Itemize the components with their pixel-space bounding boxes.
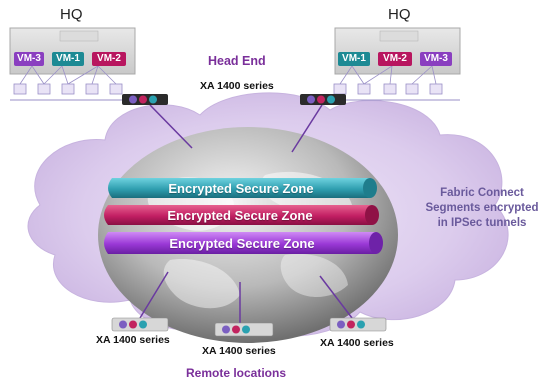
remote-device-label-1: XA 1400 series bbox=[96, 334, 170, 346]
fabric-note-line-1: Fabric Connect bbox=[440, 187, 524, 199]
headend-device-label: XA 1400 series bbox=[200, 80, 274, 92]
network-switch-icon bbox=[333, 65, 443, 95]
vm-badge: VM-3 bbox=[14, 52, 44, 66]
hq-left-datacenter bbox=[9, 27, 136, 101]
vm-badge: VM-2 bbox=[378, 52, 412, 66]
xa-appliance-icon bbox=[122, 94, 168, 105]
xa-appliance-icon bbox=[214, 322, 274, 337]
fabric-connect-note: Fabric Connect Segments encrypted in IPS… bbox=[418, 186, 546, 231]
encrypted-zone-tube-2 bbox=[104, 205, 379, 225]
hq-right-title: HQ bbox=[388, 6, 411, 23]
remote-device-label-3: XA 1400 series bbox=[320, 337, 394, 349]
vm-badge: VM-2 bbox=[92, 52, 126, 66]
vm-badge: VM-3 bbox=[420, 52, 452, 66]
zone-label-1: Encrypted Secure Zone bbox=[168, 181, 314, 196]
xa-appliance-icon bbox=[329, 317, 387, 332]
vm-badge: VM-1 bbox=[52, 52, 84, 66]
vm-badge: VM-1 bbox=[338, 52, 370, 66]
network-switch-icon bbox=[13, 65, 123, 95]
fabric-note-line-3: in IPSec tunnels bbox=[437, 217, 527, 229]
hq-right-datacenter bbox=[333, 27, 461, 101]
xa-appliance-icon bbox=[300, 94, 346, 105]
remote-device-label-2: XA 1400 series bbox=[202, 345, 276, 357]
connection-lines bbox=[139, 104, 353, 323]
encrypted-zone-tube-3 bbox=[104, 232, 383, 254]
xa-appliance-icon bbox=[111, 317, 169, 332]
hq-left-title: HQ bbox=[60, 6, 83, 23]
head-end-label: Head End bbox=[208, 54, 266, 68]
remote-locations-label: Remote locations bbox=[186, 366, 287, 380]
fabric-note-line-2: Segments encrypted bbox=[425, 202, 539, 214]
zone-label-2: Encrypted Secure Zone bbox=[167, 208, 313, 223]
zone-label-3: Encrypted Secure Zone bbox=[169, 236, 315, 251]
encrypted-zone-tube-1 bbox=[108, 178, 377, 198]
